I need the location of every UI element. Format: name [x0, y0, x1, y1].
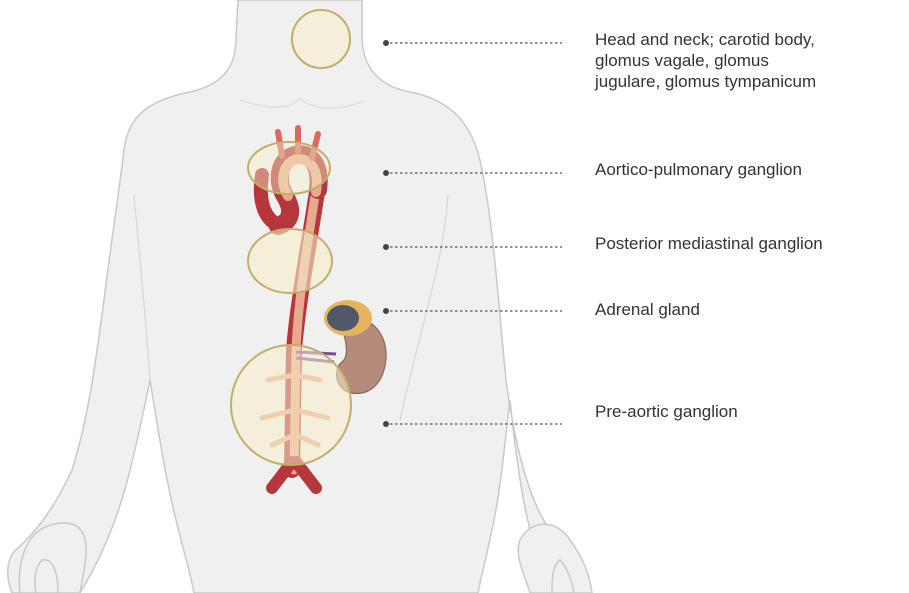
adrenal-tumor — [327, 305, 359, 331]
posterior-mediastinal-region — [248, 229, 332, 293]
pre-aortic-region — [231, 345, 351, 465]
label-head-neck: Head and neck; carotid body, glomus vaga… — [595, 29, 816, 92]
label-posterior-mediastinal: Posterior mediastinal ganglion — [595, 233, 823, 254]
label-aortico-pulmonary: Aortico-pulmonary ganglion — [595, 159, 802, 180]
leader-line-head-neck — [383, 40, 562, 46]
label-adrenal: Adrenal gland — [595, 299, 700, 320]
head-neck-region — [292, 10, 350, 68]
label-pre-aortic: Pre-aortic ganglion — [595, 401, 738, 422]
aortico-pulmonary-region — [248, 142, 330, 194]
body-silhouette — [8, 0, 575, 593]
